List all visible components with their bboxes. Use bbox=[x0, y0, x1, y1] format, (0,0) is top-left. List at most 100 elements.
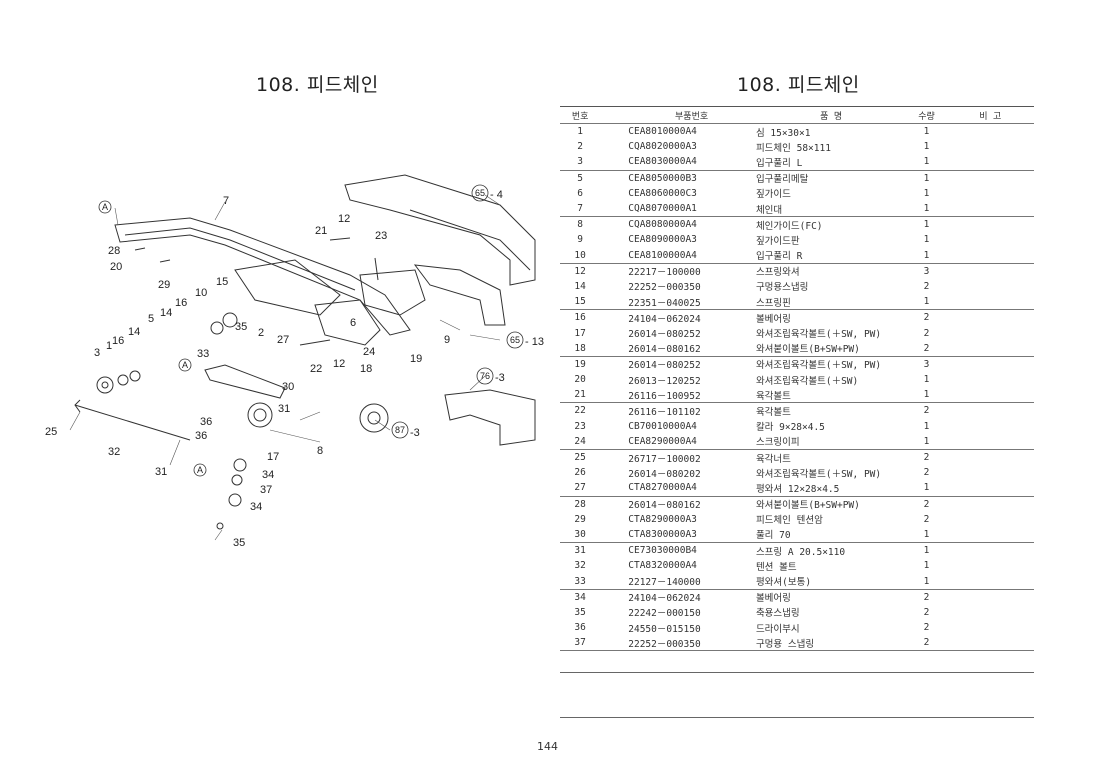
cell-no: 5 bbox=[560, 169, 601, 186]
cell-part-no: CEA8060000C3 bbox=[628, 187, 697, 199]
cell-qty: 1 bbox=[923, 187, 930, 199]
cell-name: 짚가이드판 bbox=[755, 235, 800, 247]
cell-part-no: 22252－000350 bbox=[628, 282, 701, 294]
callout-7: 7 bbox=[223, 195, 229, 207]
chain-bar-part bbox=[114, 217, 411, 336]
callout-35a: 35 bbox=[235, 321, 247, 333]
page-number: 144 bbox=[537, 740, 558, 753]
cell-qty: 2 bbox=[906, 588, 947, 605]
cell-no: 14 bbox=[574, 280, 586, 292]
cell-part-no: 22217－100000 bbox=[600, 262, 756, 279]
cell-remarks bbox=[946, 588, 1034, 605]
cell-part-no: 26717－100002 bbox=[600, 448, 756, 466]
callout-12b: 12 bbox=[333, 358, 345, 370]
cell-name: 평와셔(보통) bbox=[755, 577, 812, 589]
cell-part-no: 24104－062024 bbox=[600, 309, 756, 326]
cell-name: 와셔조립육각볼트(＋SW, PW) bbox=[755, 329, 882, 341]
callout-3: 3 bbox=[94, 347, 100, 359]
cell-name: 피드체인 텐션암 bbox=[755, 515, 823, 527]
cell-name: 드라이부시 bbox=[755, 623, 800, 635]
cell-qty: 1 bbox=[923, 141, 930, 153]
callout-5: 5 bbox=[148, 313, 154, 325]
callout-8: 8 bbox=[317, 445, 323, 457]
callout-22: 22 bbox=[310, 363, 322, 375]
cell-qty: 1 bbox=[923, 234, 930, 246]
cell-no: 17 bbox=[574, 327, 586, 339]
cell-name: 축용스냅링 bbox=[755, 608, 800, 620]
bracket-part bbox=[444, 389, 536, 446]
header-qty: 수량 bbox=[906, 106, 947, 124]
cell-remarks bbox=[947, 419, 1034, 434]
cell-remarks bbox=[947, 558, 1034, 573]
cell-part-no: 26014－080162 bbox=[600, 495, 756, 512]
cell-part-no: CTA8270000A4 bbox=[628, 482, 697, 494]
marker-a-3: A bbox=[197, 465, 203, 475]
cell-remarks bbox=[947, 279, 1034, 294]
callout-16a: 16 bbox=[175, 297, 187, 309]
callout-35b: 35 bbox=[233, 537, 245, 549]
cell-remarks bbox=[947, 139, 1034, 154]
cell-remarks bbox=[947, 294, 1034, 310]
cell-qty: 2 bbox=[923, 467, 930, 479]
cell-name: 구멍용 스냅링 bbox=[755, 635, 907, 652]
cell-remarks bbox=[947, 434, 1034, 450]
cell-part-no: CTA8320000A4 bbox=[628, 560, 697, 572]
cell-no: 30 bbox=[574, 528, 586, 540]
callout-18: 18 bbox=[360, 363, 372, 375]
cell-remarks bbox=[947, 232, 1034, 247]
ref-65-b-suffix: - 13 bbox=[525, 336, 544, 348]
cell-qty: 1 bbox=[923, 575, 930, 587]
cell-part-no: CEA8010000A4 bbox=[628, 126, 697, 138]
cell-no: 10 bbox=[574, 249, 586, 261]
cell-no: 26 bbox=[574, 467, 586, 479]
cell-name: 평와셔 12×28×4.5 bbox=[755, 483, 840, 495]
cell-name: 풀리 70 bbox=[755, 530, 791, 542]
callout-36a: 36 bbox=[200, 416, 212, 428]
cell-remarks bbox=[947, 248, 1034, 264]
cell-name: 스프링 A 20.5×110 bbox=[755, 542, 907, 559]
callout-24: 24 bbox=[363, 346, 375, 358]
cell-remarks bbox=[947, 605, 1034, 620]
cell-remarks bbox=[947, 527, 1034, 543]
cell-remarks bbox=[947, 201, 1034, 217]
cell-name: 볼베어링 bbox=[755, 309, 907, 326]
callout-16b: 16 bbox=[112, 335, 124, 347]
cell-qty: 1 bbox=[923, 435, 930, 447]
cell-qty: 2 bbox=[923, 606, 930, 618]
cell-no: 29 bbox=[574, 513, 586, 525]
cell-name: 육각너트 bbox=[755, 448, 907, 466]
cell-qty: 2 bbox=[906, 495, 947, 512]
marker-a-1: A bbox=[102, 202, 108, 212]
cell-part-no: CTA8290000A3 bbox=[628, 513, 697, 525]
header-no: 번호 bbox=[560, 106, 601, 124]
header-part-no: 부품번호 bbox=[600, 106, 756, 124]
frame-part bbox=[344, 174, 536, 286]
cell-no: 31 bbox=[560, 542, 601, 559]
callout-19: 19 bbox=[410, 353, 422, 365]
cell-part-no: CEA8100000A4 bbox=[628, 249, 697, 261]
cell-remarks bbox=[946, 355, 1034, 372]
cell-no: 1 bbox=[577, 126, 583, 138]
cell-name: 스프링핀 bbox=[755, 297, 791, 309]
cell-no: 3 bbox=[577, 156, 583, 168]
callout-23: 23 bbox=[375, 230, 387, 242]
callout-15: 15 bbox=[216, 276, 228, 288]
cell-remarks bbox=[946, 262, 1034, 279]
cell-remarks bbox=[947, 465, 1034, 480]
cell-name: 체인대 bbox=[755, 204, 783, 216]
cell-no: 16 bbox=[560, 309, 601, 326]
cell-qty: 3 bbox=[906, 355, 947, 372]
callout-36b: 36 bbox=[195, 430, 207, 442]
cell-qty: 2 bbox=[906, 635, 947, 652]
cell-part-no: 26014－080162 bbox=[628, 344, 701, 356]
